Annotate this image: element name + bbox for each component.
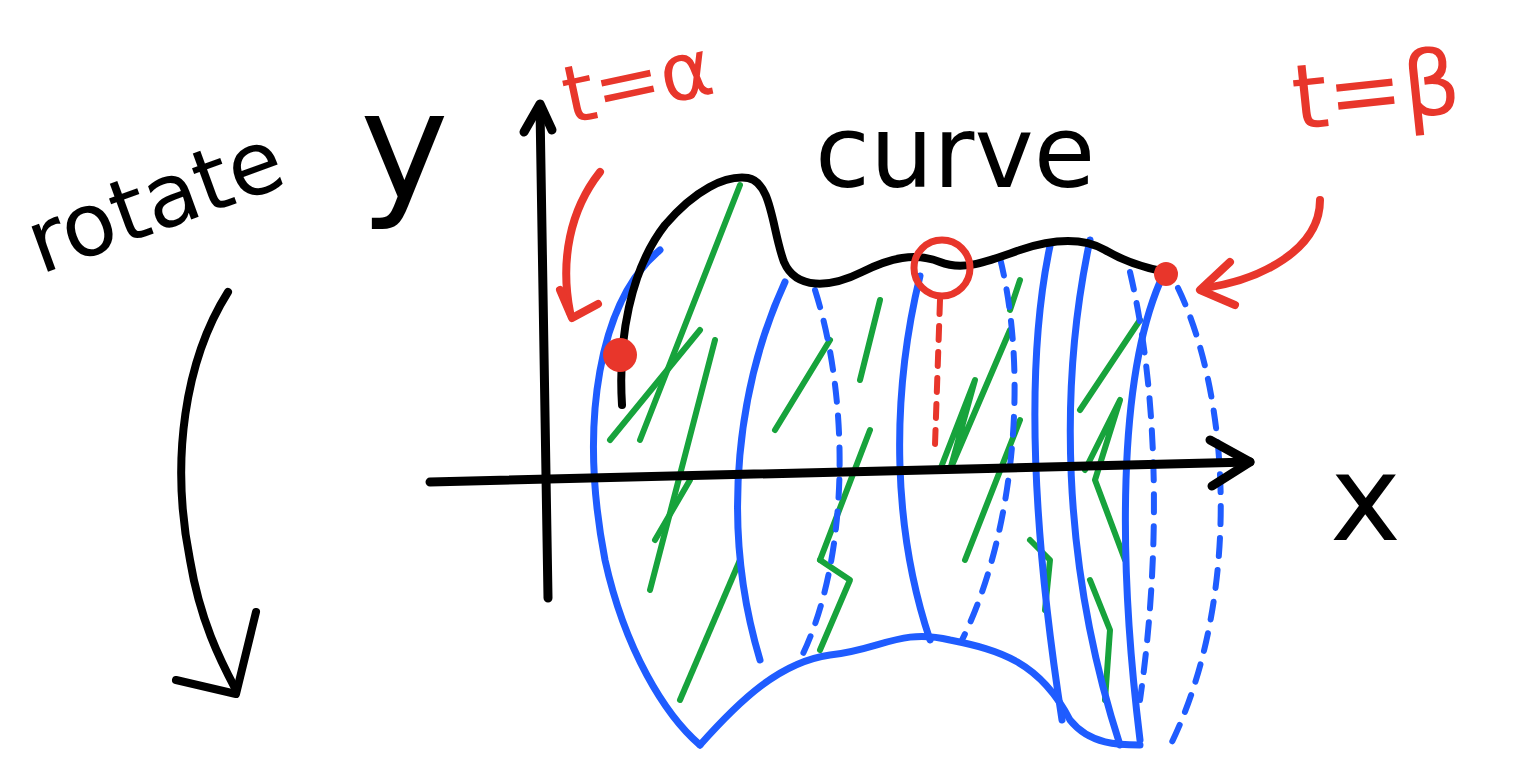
rotate-note: rotate: [13, 108, 297, 294]
parameter-label: t=α: [554, 21, 721, 142]
curve-line: [621, 178, 1166, 405]
parameter-marks: [560, 172, 1320, 445]
axis-label: x: [1330, 430, 1401, 568]
surface: [594, 240, 1160, 745]
surface-hidden: [800, 258, 1221, 742]
rotate-arrow: [176, 292, 256, 694]
axis-label: y: [360, 60, 449, 233]
parameter-label: t=β: [1287, 29, 1465, 150]
curve-label: curve: [815, 95, 1095, 210]
